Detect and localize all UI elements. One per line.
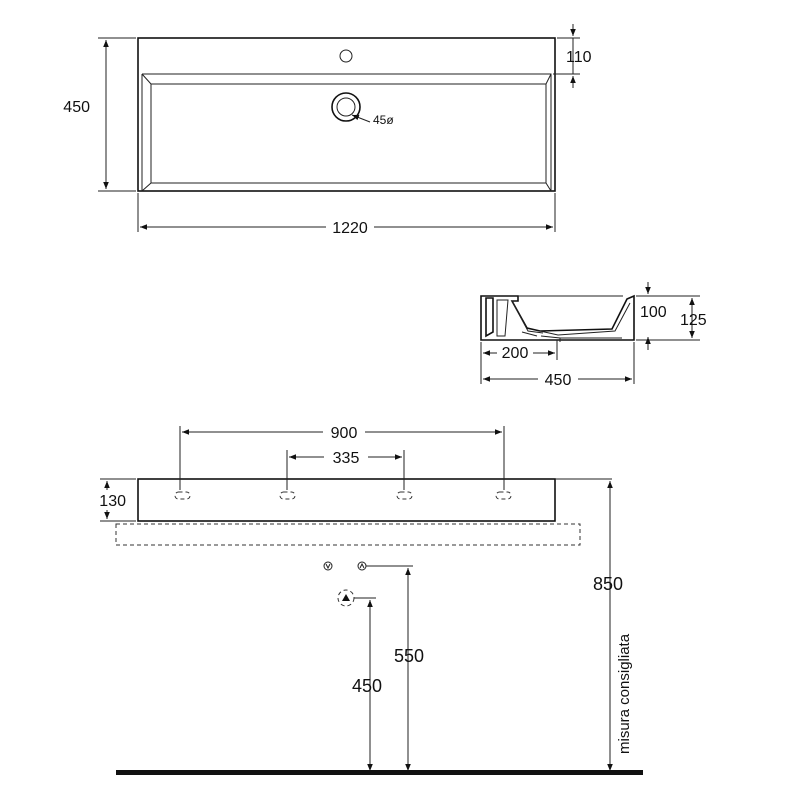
section-outline [480, 294, 635, 341]
drain-offset-label: 200 [502, 345, 529, 362]
fixing-slot-1 [174, 491, 191, 500]
height-850-label: 850 [593, 574, 623, 594]
support-dashed [115, 523, 581, 546]
section-height-total-label: 125 [680, 312, 707, 329]
basin-outline-top [137, 37, 556, 192]
width-label: 1220 [332, 220, 368, 237]
top-view: 45ø 450 110 1220 [63, 24, 592, 237]
section-view: 100 125 200 450 [480, 282, 707, 389]
fixing-slot-2 [279, 491, 296, 500]
basin-front [137, 478, 556, 522]
rim-label: 110 [566, 49, 592, 66]
depth-label-top: 450 [63, 99, 90, 116]
bowl-bevel [141, 73, 552, 192]
water-supply-hot-icon [357, 561, 367, 571]
water-supply-cold-icon [323, 561, 333, 571]
height-550-label: 550 [394, 646, 424, 666]
section-bowl-inner [511, 300, 631, 336]
recommended-measure-note: misura consigliata [616, 633, 633, 754]
section-height-inner-label: 100 [640, 304, 667, 321]
fixing-slot-4 [495, 491, 512, 500]
height-450-label: 450 [352, 676, 382, 696]
floor-line [116, 770, 643, 775]
tap-hole [339, 49, 353, 63]
front-view: 900 335 130 550 450 [88, 422, 643, 775]
drain-inner [336, 97, 356, 117]
drain-outer [331, 92, 361, 122]
section-depth-label: 450 [545, 372, 572, 389]
drain-outlet-icon [337, 589, 355, 607]
outer-spacing-label: 900 [331, 425, 358, 442]
inner-spacing-label: 335 [333, 450, 360, 467]
bowl-inner-outline [141, 73, 552, 191]
thickness-label: 130 [99, 493, 126, 510]
drain-leader [351, 114, 371, 123]
section-back-wall [485, 297, 494, 338]
drain-diameter-label: 45ø [373, 113, 394, 127]
fixing-slot-3 [396, 491, 413, 500]
